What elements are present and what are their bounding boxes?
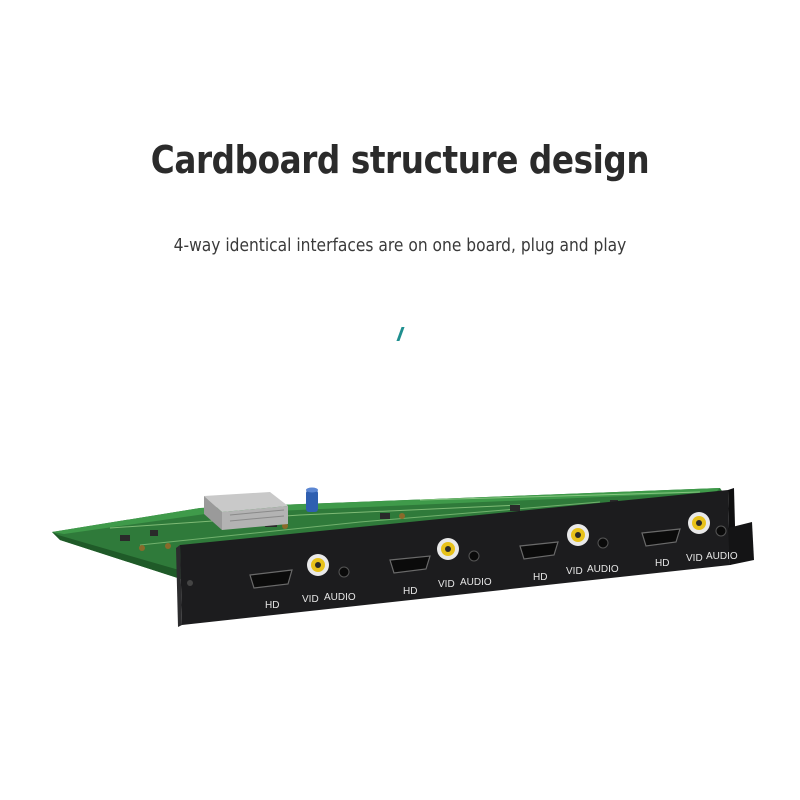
port-group-3: HD VID AUDIO [519,524,619,583]
port-group-4: HD VID AUDIO [641,512,738,569]
vid-label: VID [302,594,319,605]
audio-label: AUDIO [460,577,492,588]
hd-label: HD [265,600,279,611]
board-connector [204,492,288,530]
page-subtitle: 4-way identical interfaces are on one bo… [173,235,627,256]
audio-label: AUDIO [324,592,356,603]
hdmi-port [519,541,559,560]
audio-label: AUDIO [706,551,738,562]
hdmi-port [641,528,681,547]
vid-label: VID [438,579,455,590]
hdmi-port [249,569,293,589]
page-title: Cardboard structure design [150,138,650,182]
port-group-2: HD VID AUDIO [389,538,492,597]
vid-label: VID [686,553,703,564]
audio-jack [597,537,609,549]
capacitor [306,487,318,512]
hd-label: HD [655,558,669,569]
audio-label: AUDIO [587,564,619,575]
hdmi-port [389,555,431,574]
audio-jack [468,550,480,562]
front-panel [176,488,754,627]
audio-jack [715,525,727,537]
audio-jack [338,566,350,578]
vid-label: VID [566,566,583,577]
port-group-1: HD VID AUDIO [249,554,356,611]
hd-label: HD [403,586,417,597]
hd-label: HD [533,572,547,583]
